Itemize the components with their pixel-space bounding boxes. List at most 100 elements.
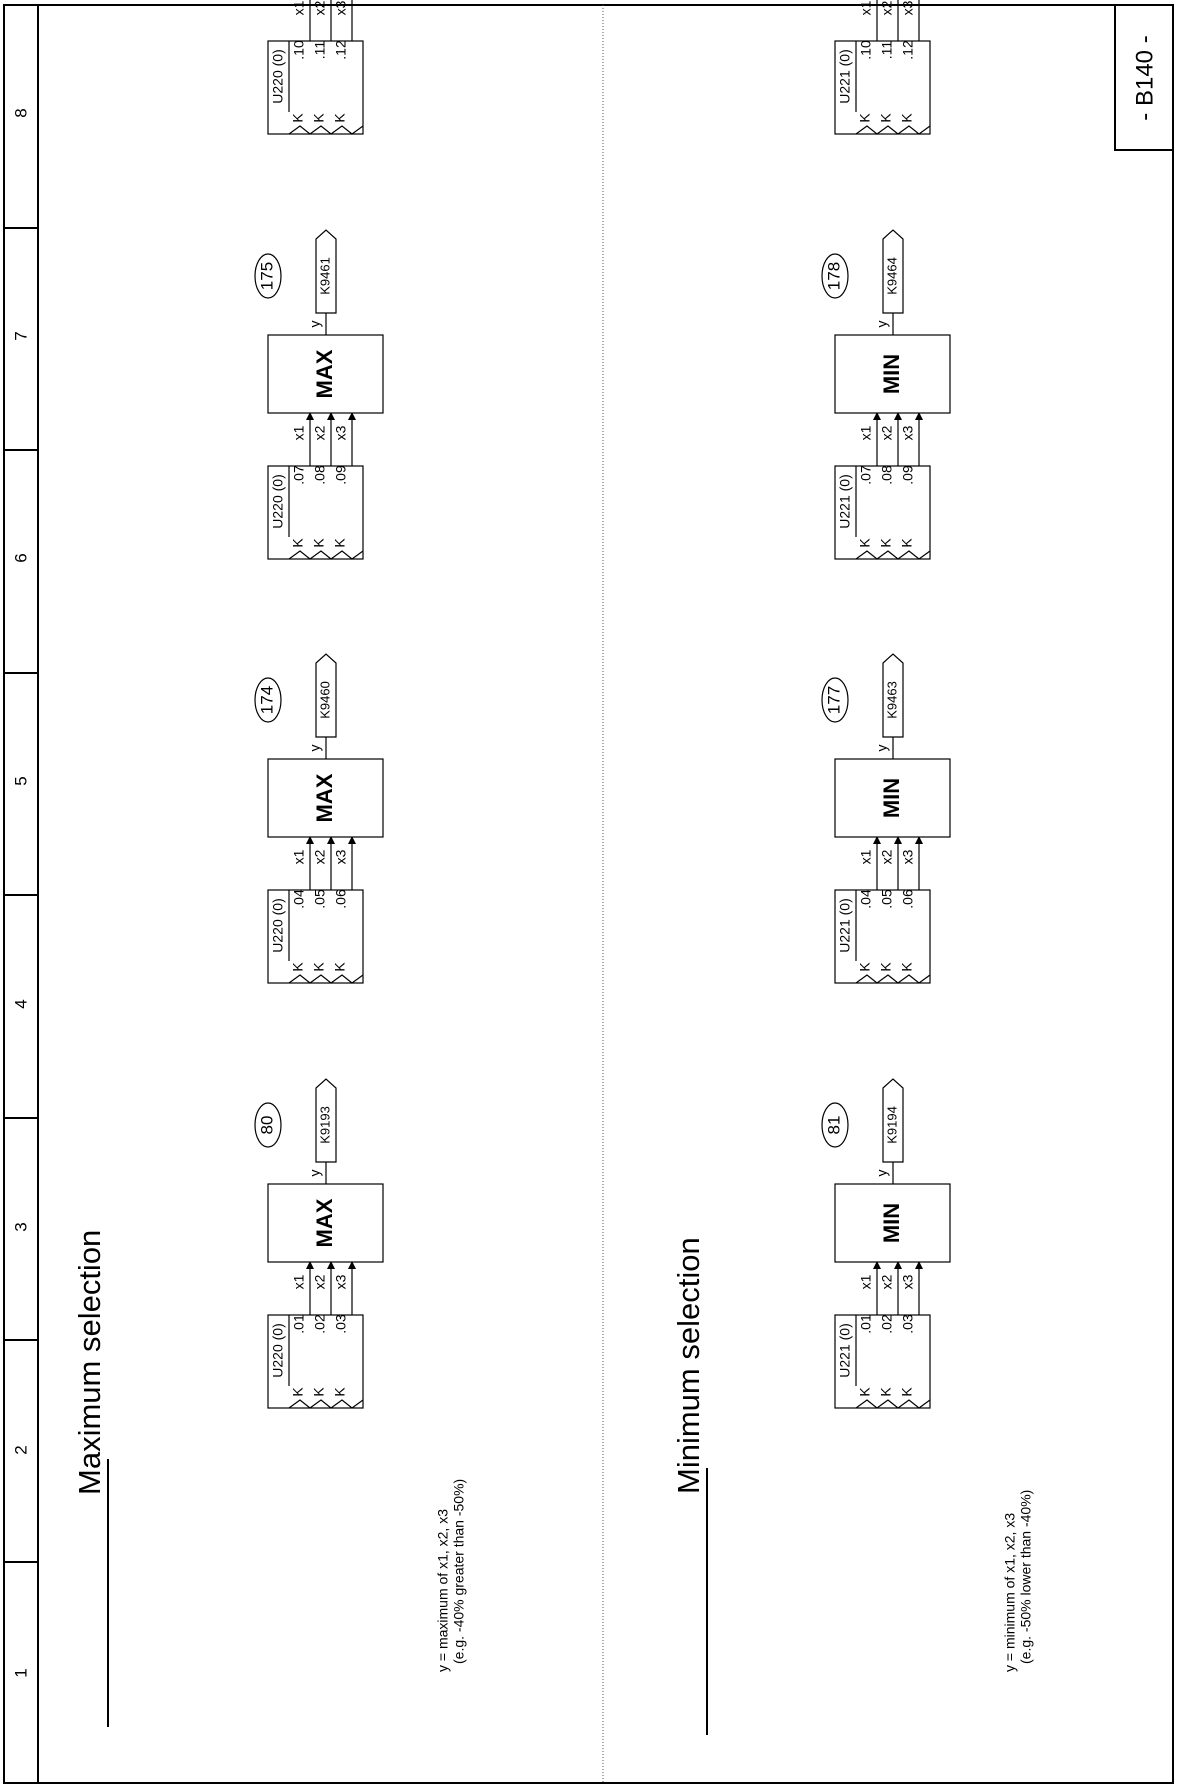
connector-label: K [899,962,915,972]
connector-label: K [311,1387,327,1397]
index-label: .12 [900,40,916,60]
parameter-box [834,465,931,560]
connector-label: K [290,962,306,972]
output-label: y [874,1170,890,1177]
index-label: .05 [879,889,895,909]
input-label: x1 [858,425,874,440]
note-line-1: y = minimum of x1, x2, x3 [1002,1513,1018,1672]
parameter-box [267,40,364,135]
maximum-selection-section: Maximum selection y = maximum of x1, x2,… [72,1230,467,1727]
output-connector [315,653,337,738]
output-label: y [874,321,890,328]
connector-label: K [332,1387,348,1397]
parameter-box [267,889,364,984]
index-label: .05 [312,889,328,909]
input-label: x3 [333,0,349,15]
connector-label: K [899,538,915,548]
index-label: .11 [879,41,895,60]
connector-label: K [311,538,327,548]
connector-label: K [332,538,348,548]
section-title: Minimum selection [671,1237,706,1494]
section-title: Maximum selection [72,1230,107,1495]
function-label: MAX [312,773,337,822]
input-label: x1 [291,425,307,440]
parameter-box [267,465,364,560]
parameter-label: U221 (0) [837,1323,853,1377]
column-number: 7 [11,331,30,340]
connector-label: K [878,1387,894,1397]
column-number: 6 [11,553,30,562]
block-number: 80 [257,1116,276,1135]
output-connector-label: K9464 [884,257,899,295]
function-label: MIN [879,1203,904,1243]
input-label: x2 [312,1274,328,1289]
input-label: x3 [333,425,349,440]
input-label: x1 [291,0,307,15]
output-label: y [307,745,323,752]
block-number-ellipse [821,253,849,299]
connector-label: K [290,538,306,548]
index-label: .10 [858,40,874,60]
index-label: .09 [900,465,916,485]
block-number-ellipse [254,1102,282,1148]
input-label: x2 [879,849,895,864]
output-label: y [307,1170,323,1177]
index-label: .11 [312,41,328,60]
function-box [267,1183,384,1263]
output-connector-label: K9194 [884,1106,899,1144]
connector-notches [288,974,364,984]
output-connector-label: K9193 [317,1106,332,1144]
output-connector [882,1078,904,1163]
connector-notches [855,1399,931,1409]
block-number-ellipse [821,677,849,723]
function-box [267,334,384,414]
index-label: .12 [333,40,349,60]
index-label: .07 [858,465,874,485]
input-label: x3 [333,1274,349,1289]
connector-label: K [899,1387,915,1397]
connector-label: K [857,1387,873,1397]
index-label: .01 [858,1314,874,1334]
input-label: x1 [858,0,874,15]
output-label: y [874,745,890,752]
index-label: .02 [879,1314,895,1334]
output-connector-label: K9461 [317,257,332,295]
connector-notches [855,550,931,560]
function-box [267,758,384,838]
input-label: x1 [858,849,874,864]
note-line-2: (e.g. -50% lower than -40%) [1018,1490,1034,1664]
output-connector-label: K9460 [317,681,332,719]
block-number: 178 [824,262,843,290]
note-line-1: y = maximum of x1, x2, x3 [435,1509,451,1672]
connector-label: K [857,113,873,123]
function-box [834,334,951,414]
connector-label: K [857,538,873,548]
input-label: x3 [333,849,349,864]
output-label: y [307,321,323,328]
index-label: .08 [312,465,328,485]
index-label: .09 [333,465,349,485]
input-label: x1 [291,1274,307,1289]
output-connector [315,1078,337,1163]
parameter-box [834,40,931,135]
input-label: x1 [291,849,307,864]
block-number-ellipse [254,253,282,299]
connector-label: K [311,962,327,972]
connector-label: K [878,962,894,972]
parameter-box [267,1314,364,1409]
index-label: .04 [291,889,307,909]
output-connector [882,229,904,314]
note-line-2: (e.g. -40% greater than -50%) [451,1479,467,1664]
index-label: .02 [312,1314,328,1334]
function-box [834,758,951,838]
connector-notches [288,1399,364,1409]
input-label: x3 [900,0,916,15]
index-label: .01 [291,1314,307,1334]
parameter-box [834,1314,931,1409]
parameter-box [834,889,931,984]
